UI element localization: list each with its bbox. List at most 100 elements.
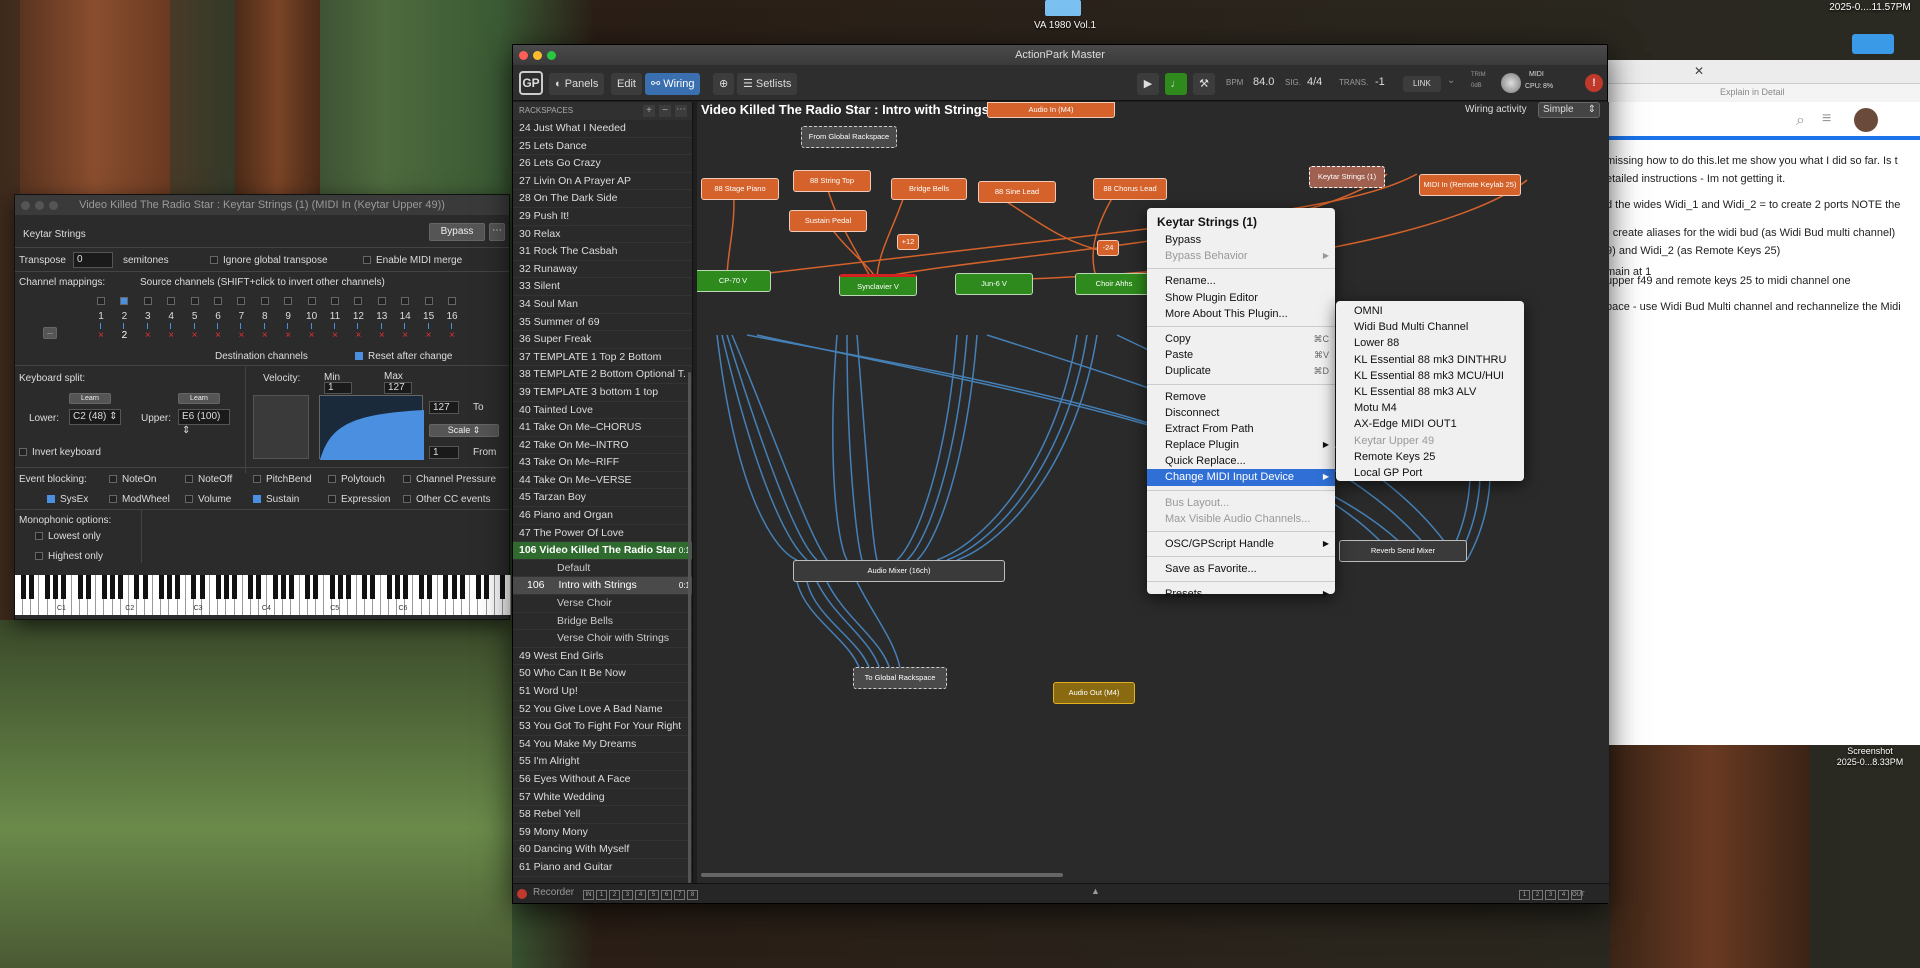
rackspace-item[interactable]: 52 You Give Love A Bad Name <box>513 701 692 719</box>
sustain-checkbox[interactable]: Sustain <box>253 494 299 505</box>
black-key[interactable] <box>313 575 319 599</box>
black-key[interactable] <box>248 575 254 599</box>
channel-box[interactable]: 1 <box>596 890 607 900</box>
black-key[interactable] <box>45 575 51 599</box>
rackspace-item[interactable]: 46 Piano and Organ <box>513 507 692 525</box>
context-menu-item[interactable]: More About This Plugin... <box>1165 307 1288 320</box>
rackspace-item[interactable]: 57 White Wedding <box>513 789 692 807</box>
string-top-node[interactable]: 88 String Top <box>793 170 871 192</box>
context-menu-item[interactable]: OSC/GPScript Handle▶ <box>1165 538 1329 550</box>
black-key[interactable] <box>280 575 286 599</box>
black-key[interactable] <box>256 575 262 599</box>
destination-channel[interactable]: × <box>402 330 409 341</box>
other-cc-checkbox[interactable]: Other CC events <box>403 494 490 505</box>
play-button[interactable]: ▶ <box>1137 73 1159 95</box>
collapse-arrow-icon[interactable]: ▲ <box>1091 886 1100 896</box>
channel-box[interactable]: IN <box>583 890 594 900</box>
rackspace-item[interactable]: 61 Piano and Guitar <box>513 859 692 877</box>
audio-in-node[interactable]: Audio In (M4) <box>987 102 1115 118</box>
transpose-plus12-node[interactable]: +12 <box>897 234 919 250</box>
sustain-pedal-node[interactable]: Sustain Pedal <box>789 210 867 232</box>
rackspace-item[interactable]: 38 TEMPLATE 2 Bottom Optional T. <box>513 366 692 384</box>
black-key[interactable] <box>459 575 465 599</box>
white-key[interactable] <box>31 575 40 615</box>
white-key[interactable] <box>405 575 414 615</box>
black-key[interactable] <box>362 575 368 599</box>
enable-midi-merge-checkbox[interactable]: Enable MIDI merge <box>363 255 462 266</box>
add-rackspace-button[interactable]: + <box>643 105 655 117</box>
source-channel-checkbox[interactable] <box>190 297 199 305</box>
lower-select[interactable]: C2 (48) ⇕ <box>69 409 121 425</box>
remove-rackspace-button[interactable]: − <box>659 105 671 117</box>
drive-label[interactable]: VA 1980 Vol.1 <box>1033 20 1097 31</box>
source-channel-checkbox[interactable] <box>167 297 176 305</box>
jun6-node[interactable]: Jun-6 V <box>955 273 1033 295</box>
black-key[interactable] <box>402 575 408 599</box>
channel-box[interactable]: 5 <box>648 890 659 900</box>
bpm-value[interactable]: 84.0 <box>1253 76 1275 88</box>
white-key[interactable] <box>373 575 381 615</box>
main-titlebar[interactable]: ActionPark Master <box>513 45 1607 65</box>
volume-knob[interactable] <box>1501 73 1521 93</box>
source-channel-checkbox[interactable] <box>448 297 456 305</box>
black-key[interactable] <box>158 575 164 599</box>
black-key[interactable] <box>110 575 116 599</box>
rackspace-item[interactable]: 41 Take On Me–CHORUS <box>513 419 692 437</box>
search-icon[interactable]: ⌕ <box>1796 112 1805 129</box>
black-key[interactable] <box>500 575 506 599</box>
black-key[interactable] <box>272 575 278 599</box>
chorus-lead-node[interactable]: 88 Chorus Lead <box>1093 178 1167 200</box>
bypass-button[interactable]: Bypass <box>429 223 485 241</box>
channel-box[interactable]: 8 <box>687 890 698 900</box>
midi-device-option[interactable]: Motu M4 <box>1354 402 1397 415</box>
midi-device-option[interactable]: Lower 88 <box>1354 337 1400 350</box>
velocity-to-input[interactable]: 127 <box>429 401 459 414</box>
rackspace-item[interactable]: 50 Who Can It Be Now <box>513 665 692 683</box>
recorder-label[interactable]: Recorder <box>533 887 575 898</box>
black-key[interactable] <box>61 575 67 599</box>
white-key[interactable] <box>235 575 243 615</box>
source-channel-checkbox[interactable] <box>260 297 269 305</box>
white-key[interactable] <box>145 575 154 615</box>
black-key[interactable] <box>166 575 172 599</box>
black-key[interactable] <box>118 575 124 599</box>
rackspace-item[interactable]: 58 Rebel Yell <box>513 806 692 824</box>
record-icon[interactable] <box>517 889 527 899</box>
destination-channel[interactable]: 2 <box>121 330 128 341</box>
rackspace-item[interactable]: 59 Mony Mony <box>513 824 692 842</box>
rackspace-item[interactable]: 39 TEMPLATE 3 bottom 1 top <box>513 384 692 402</box>
rackspace-item[interactable]: 54 You Make My Dreams <box>513 736 692 754</box>
reverb-send-mixer-node[interactable]: Reverb Send Mixer <box>1339 540 1467 562</box>
source-channel-checkbox[interactable] <box>284 297 293 305</box>
black-key[interactable] <box>370 575 376 599</box>
scale-select[interactable]: Scale ⇕ <box>429 424 499 437</box>
rackspace-item[interactable]: 55 I'm Alright <box>513 753 692 771</box>
midi-device-option[interactable]: OMNI <box>1354 305 1383 317</box>
white-key[interactable] <box>430 575 438 615</box>
context-menu-item[interactable]: Extract From Path <box>1165 422 1254 435</box>
context-menu-item[interactable]: Rename... <box>1165 275 1216 288</box>
pitchbend-checkbox[interactable]: PitchBend <box>253 474 312 485</box>
rackspace-item[interactable]: 34 Soul Man <box>513 296 692 314</box>
rackspace-item[interactable]: 56 Eyes Without A Face <box>513 771 692 789</box>
black-key[interactable] <box>53 575 59 599</box>
black-key[interactable] <box>199 575 205 599</box>
black-key[interactable] <box>329 575 335 599</box>
destination-channel[interactable]: × <box>332 330 338 341</box>
rackspace-item[interactable]: 44 Take On Me–VERSE <box>513 472 692 490</box>
black-key[interactable] <box>427 575 433 599</box>
link-button[interactable]: LINK <box>1403 76 1441 92</box>
from-global-rackspace-node[interactable]: From Global Rackspace <box>801 126 897 148</box>
black-key[interactable] <box>28 575 34 599</box>
rackspace-item[interactable]: 28 On The Dark Side <box>513 190 692 208</box>
bridge-bells-node[interactable]: Bridge Bells <box>891 178 967 200</box>
destination-channel[interactable]: × <box>144 330 151 341</box>
sine-lead-node[interactable]: 88 Sine Lead <box>978 181 1056 203</box>
destination-channel[interactable]: × <box>449 330 455 341</box>
gp-logo-icon[interactable]: GP <box>519 71 543 95</box>
source-channel-checkbox[interactable] <box>237 297 246 305</box>
cp70-node[interactable]: CP-70 V <box>697 270 771 292</box>
